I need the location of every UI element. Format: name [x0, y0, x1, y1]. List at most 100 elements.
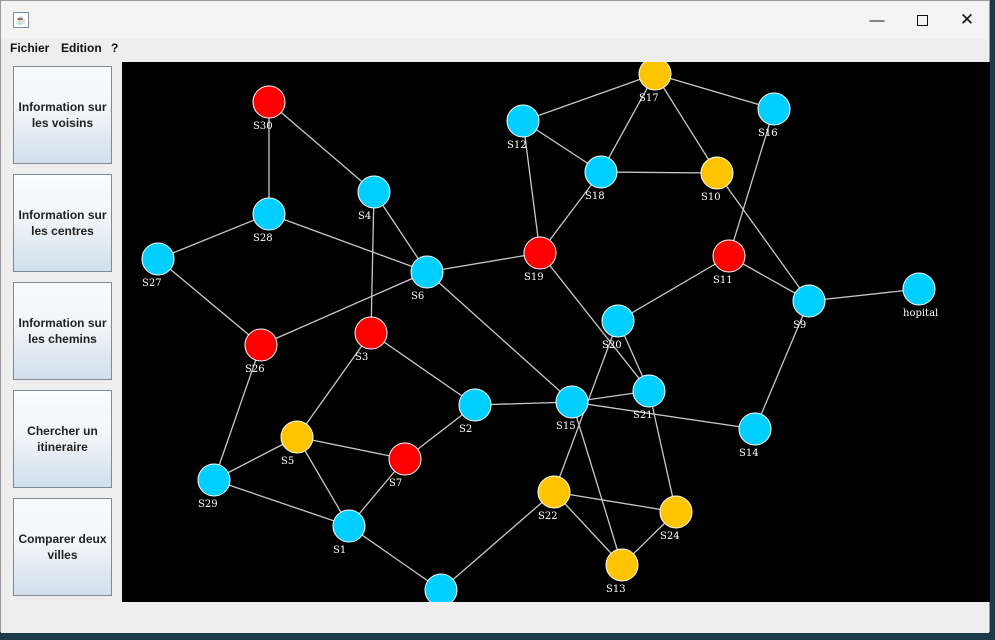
node-circle-S16[interactable]	[757, 92, 791, 126]
search-route-button[interactable]: Chercher un itineraire	[13, 390, 112, 488]
node-S_bottom[interactable]	[424, 573, 458, 602]
menu-edition[interactable]: Edition	[61, 41, 102, 55]
edge-S12-S17	[522, 73, 656, 122]
node-label-S5: S5	[281, 456, 294, 467]
node-circle-S12[interactable]	[506, 104, 540, 138]
node-circle-S10[interactable]	[700, 156, 734, 190]
node-circle-S11[interactable]	[712, 239, 746, 273]
edge-S17-S18	[600, 73, 656, 173]
node-circle-S19[interactable]	[523, 236, 557, 270]
node-label-S15: S15	[556, 421, 576, 432]
node-S11[interactable]: S11	[712, 239, 746, 286]
centers-info-button[interactable]: Information sur les centres	[13, 174, 112, 272]
node-S17[interactable]: S17	[638, 62, 672, 104]
node-S20[interactable]: S20	[601, 304, 635, 351]
node-circle-S9[interactable]	[792, 284, 826, 318]
node-circle-S7[interactable]	[388, 442, 422, 476]
neighbors-info-button[interactable]: Information sur les voisins	[13, 66, 112, 164]
node-S12[interactable]: S12	[506, 104, 540, 151]
node-circle-S3[interactable]	[354, 316, 388, 350]
node-circle-S1[interactable]	[332, 509, 366, 543]
maximize-icon	[916, 14, 928, 26]
edge-S16-S11	[728, 108, 775, 257]
node-S9[interactable]: S9	[792, 284, 826, 331]
node-S27[interactable]: S27	[141, 242, 175, 289]
node-circle-S17[interactable]	[638, 62, 672, 91]
node-S24[interactable]: S24	[659, 495, 693, 542]
node-S29[interactable]: S29	[197, 463, 231, 510]
node-S14[interactable]: S14	[738, 412, 772, 459]
node-S21[interactable]: S21	[632, 374, 666, 421]
node-circle-S20[interactable]	[601, 304, 635, 338]
node-S5[interactable]: S5	[280, 420, 314, 467]
edge-S22-S_bottom	[440, 491, 555, 591]
edge-S5-S1	[296, 436, 350, 527]
node-label-S29: S29	[198, 499, 218, 510]
node-label-S20: S20	[602, 340, 622, 351]
node-hopital[interactable]: hopital	[902, 272, 938, 319]
node-S1[interactable]: S1	[332, 509, 366, 556]
node-S28[interactable]: S28	[252, 197, 286, 244]
node-S2[interactable]: S2	[458, 388, 492, 435]
minimize-button[interactable]: —	[854, 1, 900, 39]
compare-cities-button[interactable]: Comparer deux villes	[13, 498, 112, 596]
node-circle-S5[interactable]	[280, 420, 314, 454]
edge-S15-S13	[571, 401, 623, 566]
node-S16[interactable]: S16	[757, 92, 791, 139]
node-circle-S6[interactable]	[410, 255, 444, 289]
edge-S3-S5	[296, 332, 372, 438]
node-label-hopital: hopital	[903, 308, 938, 319]
node-S7[interactable]: S7	[388, 442, 422, 489]
node-circle-hopital[interactable]	[902, 272, 936, 306]
node-S15[interactable]: S15	[555, 385, 589, 432]
node-circle-S4[interactable]	[357, 175, 391, 209]
menu-fichier[interactable]: Fichier	[10, 41, 50, 55]
node-circle-S27[interactable]	[141, 242, 175, 276]
edge-S6-S15	[426, 271, 573, 403]
edge-S28-S6	[268, 213, 428, 273]
menu-help[interactable]: ?	[111, 41, 119, 55]
node-S13[interactable]: S13	[605, 548, 639, 595]
node-circle-S15[interactable]	[555, 385, 589, 419]
edge-S19-S21	[539, 252, 650, 392]
node-S22[interactable]: S22	[537, 475, 571, 522]
node-circle-S18[interactable]	[584, 155, 618, 189]
node-label-S2: S2	[459, 424, 472, 435]
node-S6[interactable]: S6	[410, 255, 444, 302]
java-cup-icon: ☕	[13, 12, 29, 28]
node-S18[interactable]: S18	[584, 155, 618, 202]
node-circle-S2[interactable]	[458, 388, 492, 422]
node-S10[interactable]: S10	[700, 156, 734, 203]
node-circle-S30[interactable]	[252, 85, 286, 119]
node-label-S12: S12	[507, 140, 527, 151]
node-label-S28: S28	[253, 233, 273, 244]
node-circle-S_bottom[interactable]	[424, 573, 458, 602]
node-label-S17: S17	[639, 93, 659, 104]
maximize-button[interactable]	[899, 1, 945, 39]
node-circle-S22[interactable]	[537, 475, 571, 509]
node-label-S10: S10	[701, 192, 721, 203]
edge-S27-S26	[157, 258, 262, 346]
close-button[interactable]: ✕	[944, 1, 990, 39]
paths-info-button[interactable]: Information sur les chemins	[13, 282, 112, 380]
node-circle-S28[interactable]	[252, 197, 286, 231]
node-label-S18: S18	[585, 191, 605, 202]
node-S30[interactable]: S30	[252, 85, 286, 132]
node-circle-S13[interactable]	[605, 548, 639, 582]
node-label-S13: S13	[606, 584, 626, 595]
edge-S26-S29	[213, 344, 262, 481]
node-S19[interactable]: S19	[523, 236, 557, 283]
node-circle-S14[interactable]	[738, 412, 772, 446]
node-S26[interactable]: S26	[244, 328, 278, 375]
node-S3[interactable]: S3	[354, 316, 388, 363]
node-circle-S29[interactable]	[197, 463, 231, 497]
node-circle-S24[interactable]	[659, 495, 693, 529]
edge-S15-S14	[571, 401, 756, 430]
node-label-S7: S7	[389, 478, 402, 489]
node-S4[interactable]: S4	[357, 175, 391, 222]
close-icon: ✕	[959, 10, 975, 29]
node-circle-S26[interactable]	[244, 328, 278, 362]
node-circle-S21[interactable]	[632, 374, 666, 408]
